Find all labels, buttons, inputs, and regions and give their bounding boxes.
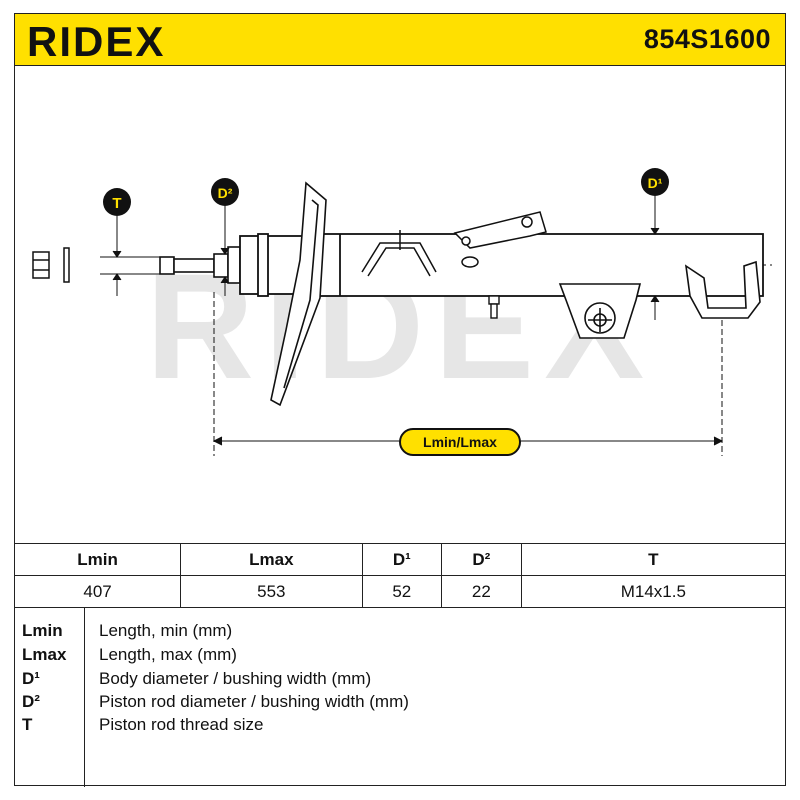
spec-table: Lmin Lmax D¹ D² T 407 553 52 22 M14x1.5: [13, 543, 787, 608]
spec-value-t: M14x1.5: [520, 575, 787, 608]
spring-seat: [270, 181, 327, 407]
badge-length-label: Lmin/Lmax: [423, 434, 497, 450]
spec-header-d2: D²: [441, 543, 522, 576]
knuckle-mount: [558, 283, 642, 339]
header-bar: RIDEX 854S1600: [14, 13, 786, 66]
spec-value-lmin: 407: [13, 575, 182, 608]
badge-t: T: [103, 188, 131, 216]
legend-key: Lmin: [22, 621, 63, 640]
legend-key: T: [22, 715, 33, 734]
badge-d1: D¹: [641, 168, 669, 196]
legend-key: D²: [22, 692, 40, 711]
shock-absorber-drawing: RIDEX: [32, 168, 775, 456]
legend-divider: [84, 608, 85, 787]
spec-header-d1: D¹: [361, 543, 443, 576]
legend-desc: Length, min (mm): [99, 621, 233, 640]
legend-desc: Length, max (mm): [99, 645, 237, 664]
nut-icon: [32, 247, 70, 283]
badge-d1-label: D¹: [648, 175, 663, 191]
badge-d2: D²: [211, 178, 239, 206]
brand-logo: RIDEX: [27, 18, 165, 65]
legend-desc: Piston rod thread size: [99, 715, 264, 734]
badge-d2-label: D²: [218, 185, 233, 201]
dimension-t: [100, 216, 160, 296]
legend-key: D¹: [22, 669, 40, 688]
brand-logo-text: RIDEX: [27, 18, 165, 65]
hose-bracket: [453, 211, 547, 268]
badge-length: Lmin/Lmax: [399, 428, 521, 456]
legend-desc: Piston rod diameter / bushing width (mm): [99, 692, 409, 711]
end-clamp: [684, 260, 761, 319]
dimension-d1: [650, 196, 660, 320]
stabilizer-bracket: [361, 230, 437, 277]
legend: Lmin Length, min (mm) Lmax Length, max (…: [14, 607, 786, 787]
diagram-frame: [14, 66, 786, 786]
spec-value-row: 407 553 52 22 M14x1.5: [13, 575, 787, 608]
part-number: 854S1600: [643, 24, 771, 54]
bleed-bolt: [488, 295, 500, 319]
spec-value-lmax: 553: [180, 575, 363, 608]
dimension-d2: [218, 206, 230, 296]
legend-key: Lmax: [22, 645, 67, 664]
spec-header-lmax: Lmax: [180, 543, 363, 576]
spec-header-t: T: [520, 543, 787, 576]
spec-value-d2: 22: [441, 575, 522, 608]
legend-desc: Body diameter / bushing width (mm): [99, 669, 372, 688]
spec-value-d1: 52: [361, 575, 443, 608]
badge-t-label: T: [112, 195, 121, 212]
spec-header-row: Lmin Lmax D¹ D² T: [13, 543, 787, 576]
spec-header-lmin: Lmin: [13, 543, 182, 576]
